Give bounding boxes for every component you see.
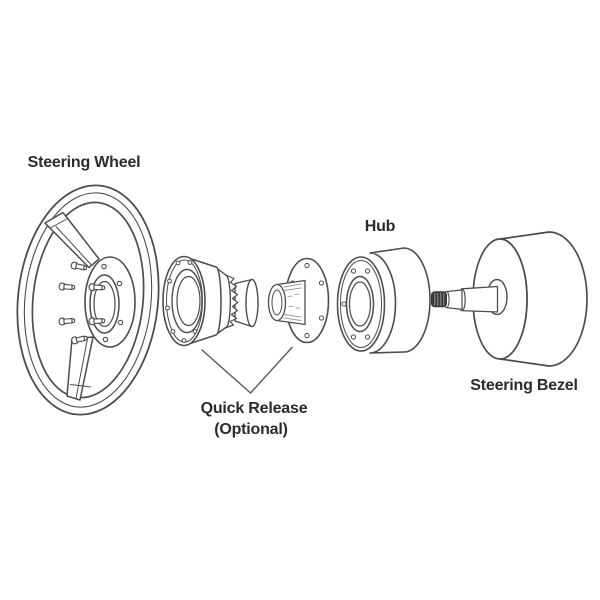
quick-release-leader-line: [201, 346, 293, 394]
steering-shaft: [431, 285, 499, 313]
quick-release-adapter-part: [267, 257, 330, 344]
steering-wheel-part: [16, 184, 160, 416]
shaft-splined-tip: [431, 291, 447, 308]
wheel-bolt-holes: [101, 263, 124, 343]
hub-drum-body: [369, 247, 431, 354]
wheel-lower-spoke: [66, 336, 94, 401]
hub-label: Hub: [365, 218, 396, 235]
tube-spline-texture: [283, 283, 302, 321]
hub-part: [336, 247, 431, 354]
wheel-upper-spoke: [44, 211, 100, 269]
steering-bezel-part: [431, 231, 588, 367]
quick-release-label-line1: Quick Release: [201, 400, 308, 417]
quick-release-clamp-part: [162, 255, 259, 347]
steering-bezel-label: Steering Bezel: [470, 377, 577, 394]
labels: Steering Wheel Hub Quick Release (Option…: [28, 154, 578, 438]
hub-bolt-holes: [341, 268, 371, 340]
quick-release-label-line2: (Optional): [214, 421, 288, 438]
steering-wheel-label: Steering Wheel: [28, 154, 141, 171]
clamp-flange-holes: [165, 260, 198, 343]
